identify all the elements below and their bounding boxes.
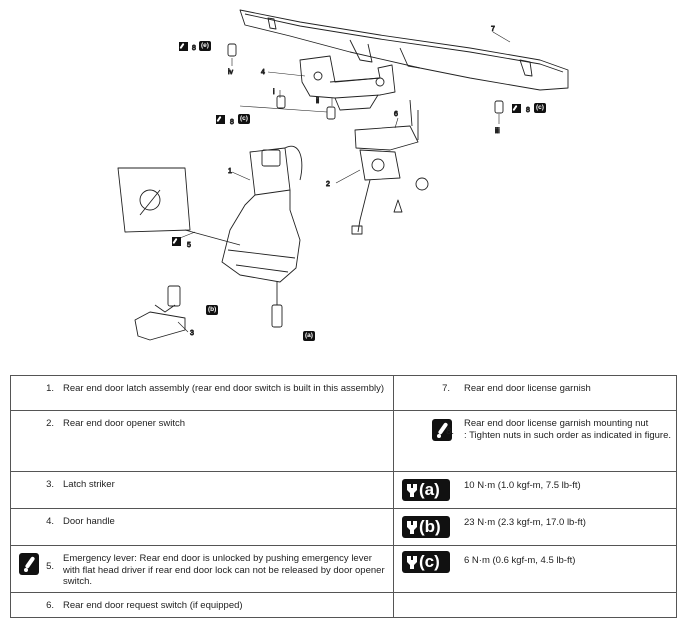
lever-icon: [512, 104, 521, 113]
legend-cell-left: 6. Rear end door request switch (if equi…: [11, 593, 394, 617]
callout-6: 6: [394, 111, 398, 118]
item-description: Latch striker: [63, 479, 115, 490]
torque-wrench-icon: (b): [402, 516, 450, 538]
callout-3: 3: [190, 330, 194, 337]
latch-striker-drawing: [134, 285, 186, 341]
legend-cell-left: 1. Rear end door latch assembly (rear en…: [11, 376, 394, 410]
callout-5: 5: [187, 242, 191, 249]
license-garnish-drawing: [239, 9, 569, 91]
torque-wrench-icon: (a): [402, 479, 450, 501]
table-row: 2. Rear end door opener switch 8. Rear e…: [11, 411, 676, 472]
lever-icon: [216, 115, 225, 124]
torque-tag-a: (a): [303, 331, 315, 341]
torque-value: 10 N·m (1.0 kgf-m, 7.5 lb-ft): [464, 480, 581, 491]
table-row: 4. Door handle (b) 23 N·m (2.3 kgf-m, 17…: [11, 509, 676, 546]
legend-cell-right: 7. Rear end door license garnish: [394, 376, 678, 410]
callout-7: 7: [491, 26, 495, 33]
legend-cell-right: (a) 10 N·m (1.0 kgf-m, 7.5 lb-ft): [394, 472, 678, 508]
legend-cell-left: 3. Latch striker: [11, 472, 394, 508]
lever-icon: [179, 42, 188, 51]
callout-ii: ii: [316, 98, 320, 105]
callout-iv: iv: [228, 69, 234, 76]
wrench-glyph: [407, 484, 417, 497]
table-row: 6. Rear end door request switch (if equi…: [11, 593, 676, 617]
callout-iii: iii: [495, 128, 500, 135]
leader-lines: [177, 31, 511, 333]
legend-cell-right: (b) 23 N·m (2.3 kgf-m, 17.0 lb-ft): [394, 509, 678, 545]
item-description: Emergency lever: Rear end door is unlock…: [63, 553, 385, 587]
wrench-glyph: [407, 521, 417, 534]
table-row: 1. Rear end door latch assembly (rear en…: [11, 376, 676, 411]
item-number: 3.: [46, 479, 54, 490]
legend-cell-left: 4. Door handle: [11, 509, 394, 545]
callout-2: 2: [326, 181, 330, 188]
item-description: Rear end door request switch (if equippe…: [63, 600, 243, 611]
legend-cell-right: [394, 593, 678, 617]
item-number: 4.: [46, 516, 54, 527]
torque-value: 6 N·m (0.6 kgf-m, 4.5 lb-ft): [464, 555, 576, 566]
callout-1: 1: [228, 168, 232, 175]
item-description: Rear end door opener switch: [63, 418, 185, 429]
item-number: 7.: [442, 383, 450, 394]
item-number: 5.: [46, 561, 54, 572]
torque-letter: (a): [419, 480, 440, 499]
item-description: Rear end door license garnish: [464, 383, 591, 394]
parts-legend-table: 1. Rear end door latch assembly (rear en…: [10, 375, 677, 618]
legend-cell-left: 2. Rear end door opener switch: [11, 411, 394, 471]
torque-letter: (b): [419, 517, 441, 536]
legend-cell-right: 8. Rear end door license garnish mountin…: [394, 411, 678, 471]
torque-tag-e: (e): [199, 41, 211, 51]
diagram-drawing: 7 4 1 2 6 3 5 i ii iii iv 8 8 8: [117, 9, 569, 341]
item-number: 2.: [46, 418, 54, 429]
torque-tag-c-left: (c): [238, 114, 250, 124]
switch-assembly-drawing: [351, 99, 429, 235]
callout-8-right: 8: [526, 107, 530, 114]
callout-8-top: 8: [192, 45, 196, 52]
torque-value: 23 N·m (2.3 kgf-m, 17.0 lb-ft): [464, 517, 586, 528]
torque-wrench-icon: (c): [402, 551, 450, 573]
torque-tag-c-right: (c): [534, 103, 546, 113]
lever-icon: [432, 419, 452, 441]
exploded-parts-diagram: 7 4 1 2 6 3 5 i ii iii iv 8 8 8 (e) (c) …: [0, 0, 685, 370]
torque-tag-b: (b): [206, 305, 219, 315]
legend-cell-left: 5. Emergency lever: Rear end door is unl…: [11, 546, 394, 592]
table-row: 3. Latch striker (a) 10 N·m (1.0 kgf-m, …: [11, 472, 676, 509]
wrench-glyph: [407, 556, 417, 569]
item-description: Rear end door latch assembly (rear end d…: [63, 383, 385, 394]
callout-4: 4: [261, 69, 265, 76]
lever-icon: [19, 553, 39, 575]
callout-8-left: 8: [230, 119, 234, 126]
item-description: Rear end door license garnish mounting n…: [464, 418, 672, 441]
torque-letter: (c): [419, 552, 440, 571]
latch-assembly-drawing: [221, 145, 303, 328]
item-number: 1.: [46, 383, 54, 394]
item-number: 8.: [446, 426, 454, 437]
item-description: Door handle: [63, 516, 115, 527]
item-number: 6.: [46, 600, 54, 611]
table-row: 5. Emergency lever: Rear end door is unl…: [11, 546, 676, 593]
lever-icon: [172, 237, 181, 246]
garnish-nuts-drawing: [227, 43, 504, 120]
callout-i: i: [273, 89, 275, 96]
door-handle-drawing: [299, 55, 396, 111]
emergency-lever-inset: [117, 167, 241, 246]
legend-cell-right: (c) 6 N·m (0.6 kgf-m, 4.5 lb-ft): [394, 546, 678, 592]
